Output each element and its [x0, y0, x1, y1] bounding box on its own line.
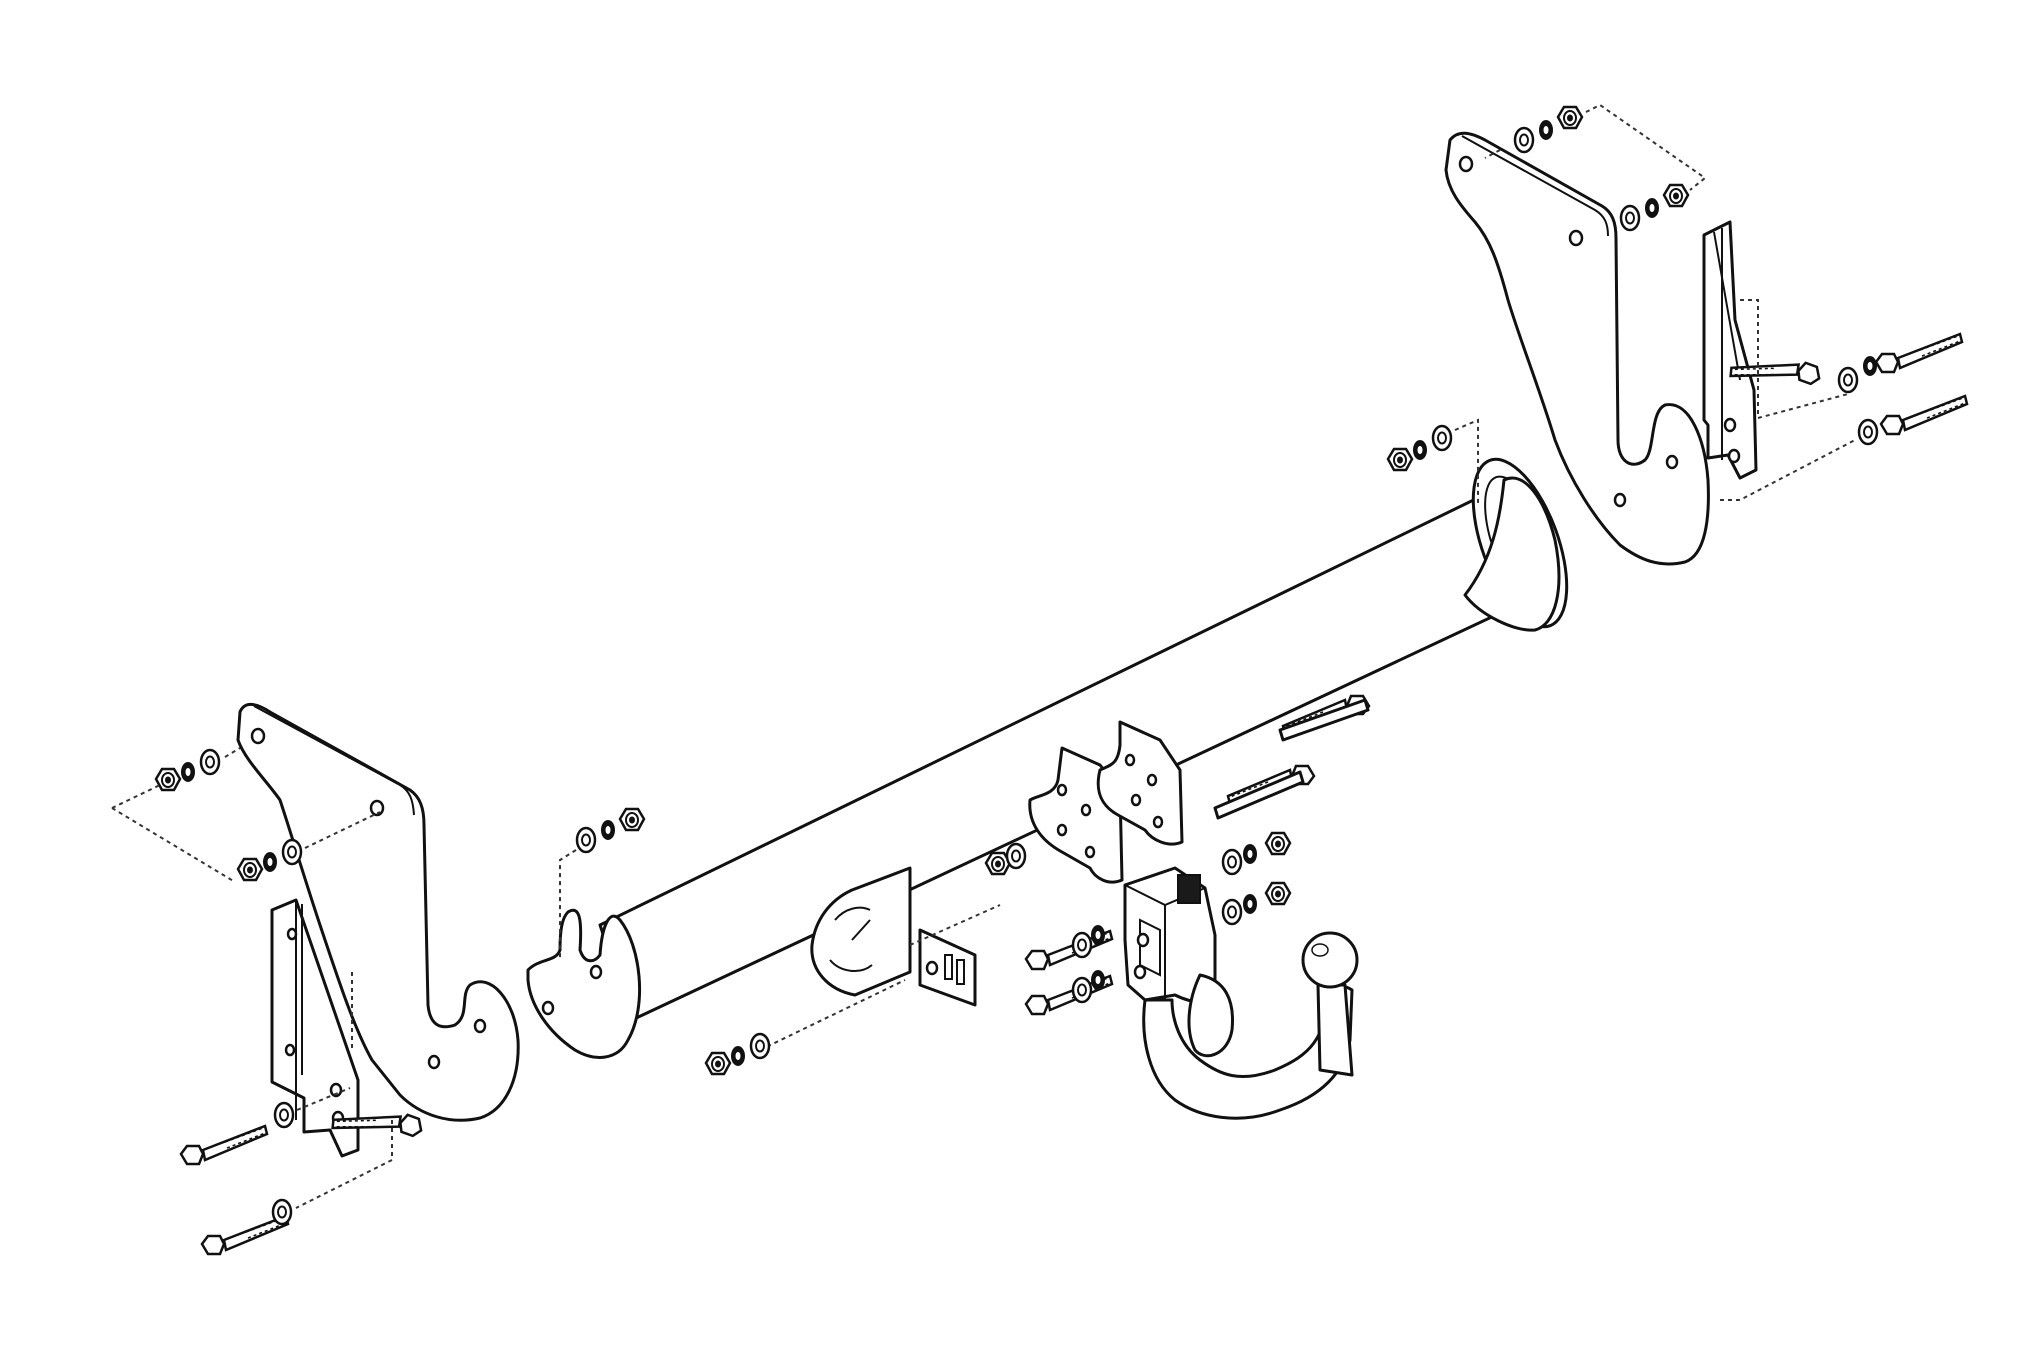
left-tube-flange: [526, 807, 646, 1059]
right-mounting-bracket: [1444, 131, 1710, 566]
left-bracket-fixings: [111, 747, 426, 1256]
center-long-bolts: [1213, 694, 1371, 926]
left-mounting-bracket: [236, 703, 520, 1122]
right-tube-flange: [1463, 476, 1561, 632]
electrical-socket-plate: [704, 866, 1001, 1076]
right-side-plate: [1702, 220, 1758, 480]
left-side-plate: [270, 898, 360, 1158]
right-bracket-fixings: [1386, 103, 1969, 505]
hitch-receiver-assembly: [1024, 866, 1359, 1120]
center-mounting-plates: [984, 720, 1184, 884]
